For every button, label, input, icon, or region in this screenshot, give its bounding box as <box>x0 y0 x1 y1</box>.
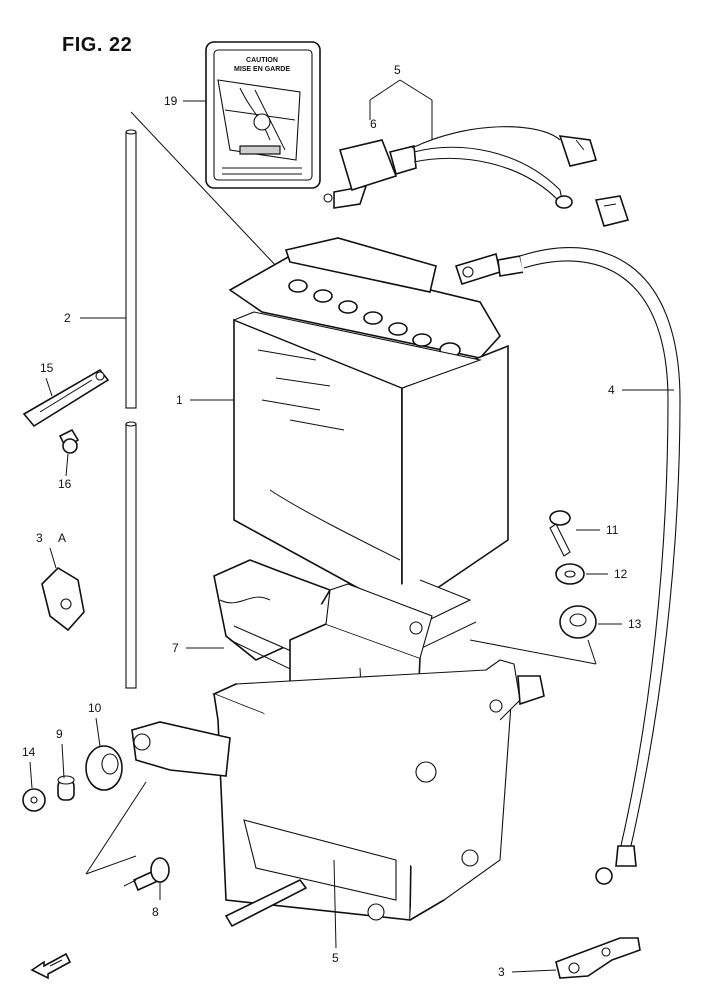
figure-title: FIG. 22 <box>62 34 133 56</box>
callout-10: 8 <box>152 905 159 919</box>
callout-3b: 3 <box>498 965 505 979</box>
callout-11: 9 <box>56 727 63 741</box>
callout-6: 4 <box>608 383 615 397</box>
battery-case-part-5 <box>211 659 545 928</box>
callout-3a-letter: A <box>58 531 66 545</box>
vent-tube-part-2 <box>125 129 137 689</box>
callout-13: 11 <box>606 523 619 537</box>
bolt-part-18 <box>58 428 80 454</box>
callout-3a: 3 <box>36 531 43 545</box>
grommet-part-15 <box>559 605 597 639</box>
callout-12: 10 <box>88 701 102 715</box>
front-direction-arrow-icon <box>30 952 72 980</box>
bolt-part-13 <box>549 510 571 557</box>
callout-17: 15 <box>40 361 54 375</box>
battery-part-1 <box>228 237 509 614</box>
negative-cable-part-6 <box>454 195 681 885</box>
grommet-part-12 <box>85 745 123 791</box>
callout-16: 14 <box>22 745 36 759</box>
callout-14: 12 <box>614 567 628 581</box>
clip-part-3a <box>41 566 85 632</box>
callout-9: 7 <box>172 641 179 655</box>
caution-label-part-19: CAUTION MISE EN GARDE <box>205 41 321 189</box>
washer-part-16 <box>22 788 46 812</box>
collar-part-11 <box>57 775 75 801</box>
washer-part-14 <box>555 563 585 585</box>
callout-18: 16 <box>58 477 72 491</box>
positive-cable-part-7 <box>323 126 598 209</box>
caution-label-line2: MISE EN GARDE <box>234 66 290 73</box>
callout-19: 19 <box>164 94 178 108</box>
callout-15: 13 <box>628 617 642 631</box>
caution-label-line1: CAUTION <box>246 57 278 64</box>
callout-2: 2 <box>64 311 71 325</box>
callout-1: 1 <box>176 393 183 407</box>
side-bracket-part-10 <box>123 721 231 892</box>
callout-7: 5 <box>394 63 401 77</box>
callout-5: 5 <box>332 951 339 965</box>
hook-bracket-part-17 <box>22 368 110 428</box>
callout-8: 6 <box>370 117 377 131</box>
clip-part-3b <box>555 937 641 979</box>
